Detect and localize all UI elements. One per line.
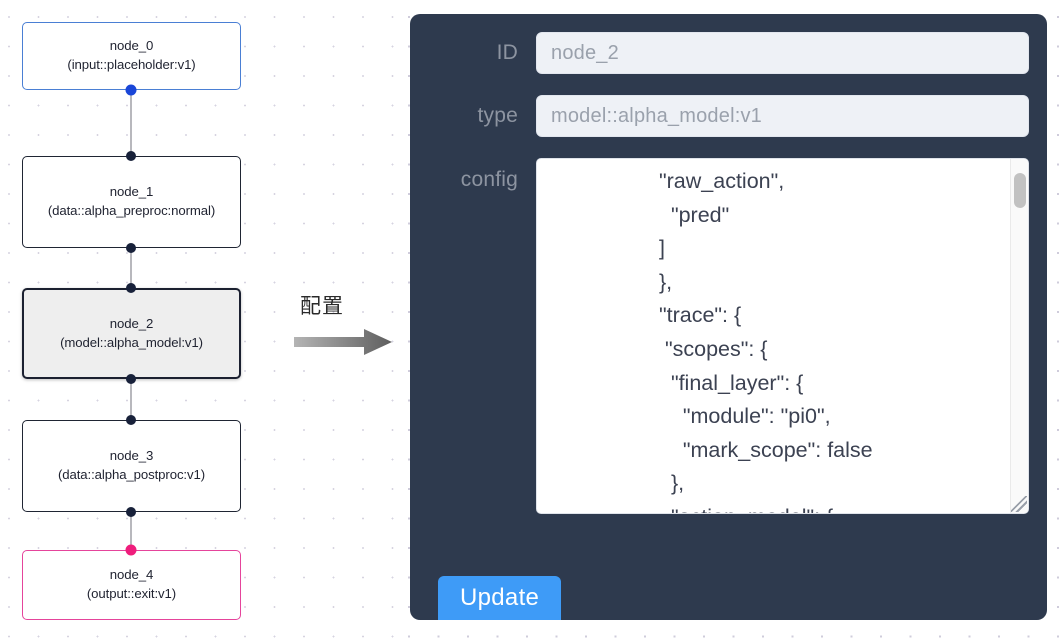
port-node_1-in[interactable]: [125, 151, 136, 161]
field-row-type: type model::alpha_model:v1: [428, 95, 1029, 137]
graph-node-type: (model::alpha_model:v1): [60, 334, 203, 350]
graph-node-type: (output::exit:v1): [86, 586, 177, 601]
graph-node-label: node_2 (model::alpha_model:v1): [33, 315, 230, 352]
transition-annotation: 配置: [292, 296, 402, 360]
config-text-line: "trace": {: [659, 303, 742, 328]
port-node_2-out[interactable]: [125, 374, 136, 384]
graph-node-id: node_4: [109, 567, 154, 583]
edge-node2-node3: [130, 378, 132, 419]
graph-node-label: node_0 (input::placeholder:v1): [32, 37, 231, 74]
id-field-label: ID: [496, 41, 518, 64]
graph-node-node_3[interactable]: node_3 (data::alpha_postproc:v1): [22, 420, 241, 512]
config-scrollbar-thumb[interactable]: [1014, 173, 1026, 208]
config-text-line: "module": "pi0",: [659, 404, 831, 429]
id-input[interactable]: node_2: [536, 32, 1029, 74]
graph-node-type: (data::alpha_postproc:v1): [57, 467, 206, 482]
node-config-panel: ID node_2 type model::alpha_model:v1 con…: [410, 14, 1047, 620]
config-text-line: "pred": [659, 202, 730, 227]
node-graph-canvas[interactable]: node_0 (input::placeholder:v1) node_1 (d…: [0, 0, 400, 643]
graph-node-node_4[interactable]: node_4 (output::exit:v1): [22, 550, 241, 620]
field-row-config: config "raw_action", "pred"]}, "trace": {…: [428, 158, 1029, 514]
graph-node-id: node_1: [109, 184, 154, 200]
port-node_3-in[interactable]: [125, 415, 136, 425]
config-text-line: "mark_scope": false: [659, 437, 873, 462]
config-field-label: config: [460, 168, 518, 191]
port-node_3-out[interactable]: [125, 507, 136, 517]
port-node_2-in[interactable]: [125, 283, 136, 293]
graph-node-node_0[interactable]: node_0 (input::placeholder:v1): [22, 22, 241, 90]
graph-node-label: node_3 (data::alpha_postproc:v1): [32, 447, 231, 484]
textarea-resize-handle[interactable]: [1011, 496, 1027, 512]
config-scrollbar-track[interactable]: [1010, 159, 1028, 513]
graph-node-label: node_1 (data::alpha_preproc:normal): [32, 183, 231, 220]
graph-node-type: (input::placeholder:v1): [67, 57, 196, 72]
config-text-line: "final_layer": {: [659, 370, 804, 395]
transition-label: 配置: [300, 294, 344, 318]
update-button[interactable]: Update: [438, 576, 562, 620]
port-node_4-in[interactable]: [125, 544, 136, 556]
config-text-line: "action_model": {: [541, 501, 1008, 513]
edge-node0-node1: [130, 89, 132, 157]
port-node_1-out[interactable]: [125, 243, 136, 253]
graph-node-type: (data::alpha_preproc:normal): [47, 203, 216, 218]
right-arrow-icon: [294, 329, 392, 355]
config-text-line: ]: [659, 236, 665, 261]
graph-node-id: node_3: [109, 448, 154, 464]
config-textarea[interactable]: "raw_action", "pred"]}, "trace": { "scope…: [537, 159, 1012, 513]
edge-node1-node2: [130, 247, 132, 288]
config-text-line: "scopes": {: [659, 336, 768, 361]
config-textarea-wrapper[interactable]: "raw_action", "pred"]}, "trace": { "scope…: [536, 158, 1029, 514]
graph-node-node_2[interactable]: node_2 (model::alpha_model:v1): [22, 288, 241, 379]
type-field-label: type: [477, 104, 518, 127]
graph-node-id: node_2: [109, 315, 154, 331]
graph-node-id: node_0: [109, 38, 154, 54]
config-text-line: },: [659, 269, 673, 294]
config-text-line: },: [659, 471, 685, 496]
config-text-line: "raw_action",: [659, 169, 785, 193]
graph-node-label: node_4 (output::exit:v1): [32, 566, 231, 603]
port-node_0-out[interactable]: [125, 84, 136, 96]
graph-node-node_1[interactable]: node_1 (data::alpha_preproc:normal): [22, 156, 241, 248]
type-input[interactable]: model::alpha_model:v1: [536, 95, 1029, 137]
field-row-id: ID node_2: [428, 32, 1029, 74]
edge-node3-node4: [130, 511, 132, 550]
